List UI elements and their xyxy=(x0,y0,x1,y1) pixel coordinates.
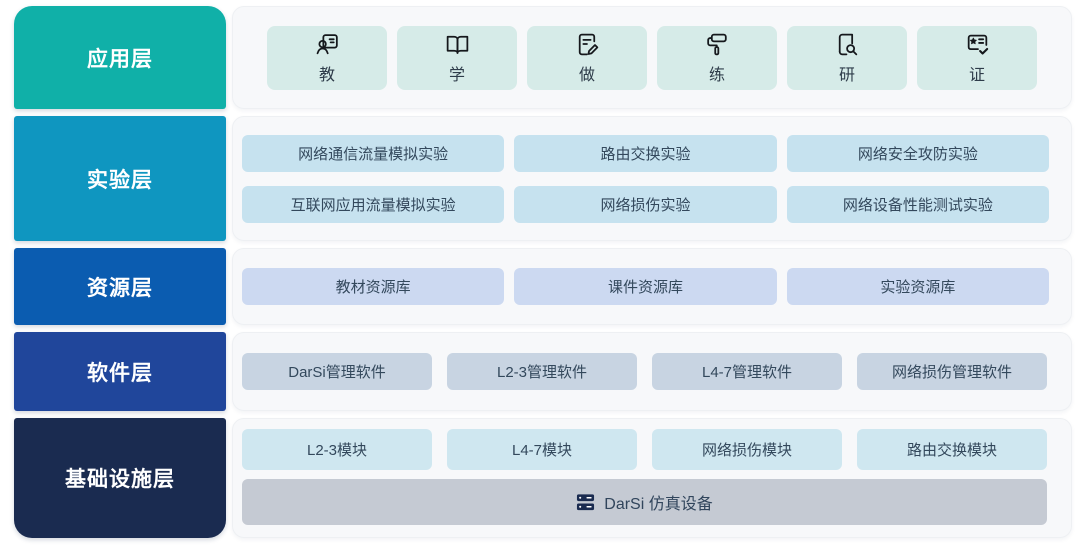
software-card: L2-3管理软件 xyxy=(447,353,637,391)
layer-label-resource: 资源层 xyxy=(14,247,226,326)
panel-resource: 教材资源库 课件资源库 实验资源库 xyxy=(232,247,1072,326)
experiment-card: 路由交换实验 xyxy=(514,134,777,172)
layer-label-experiment: 实验层 xyxy=(14,116,226,241)
app-card-teach: 教 xyxy=(267,25,387,90)
experiment-card: 网络通信流量模拟实验 xyxy=(242,134,505,172)
resource-card: 教材资源库 xyxy=(242,268,505,306)
experiment-card: 互联网应用流量模拟实验 xyxy=(242,185,505,223)
paint-roller-icon xyxy=(706,33,727,55)
row-application: 应用层 教 学 xyxy=(14,6,1072,110)
row-infrastructure: 基础设施层 L2-3模块 L4-7模块 网络损伤模块 路由交换模块 xyxy=(14,418,1072,539)
teacher-icon xyxy=(316,34,338,54)
panel-application: 教 学 做 xyxy=(232,6,1072,110)
book-search-icon xyxy=(838,33,857,55)
app-card-label: 学 xyxy=(448,66,465,84)
device-bar: DarSi 仿真设备 xyxy=(242,479,1047,526)
app-card-label: 练 xyxy=(708,66,725,84)
app-card-label: 证 xyxy=(968,66,985,84)
app-card-research: 研 xyxy=(787,25,907,90)
row-experiment: 实验层 网络通信流量模拟实验 路由交换实验 网络安全攻防实验 互联网应用流量模拟… xyxy=(14,116,1072,241)
software-card: L4-7管理软件 xyxy=(652,353,842,391)
server-icon xyxy=(577,493,595,510)
app-card-label: 教 xyxy=(318,66,335,84)
module-card: L2-3模块 xyxy=(242,429,432,471)
panel-software: DarSi管理软件 L2-3管理软件 L4-7管理软件 网络损伤管理软件 xyxy=(232,332,1072,412)
layered-diagram: 应用层 教 学 xyxy=(14,6,1072,539)
layer-label-infrastructure: 基础设施层 xyxy=(14,418,226,539)
experiment-card: 网络设备性能测试实验 xyxy=(786,185,1049,223)
app-card-do: 做 xyxy=(527,25,647,90)
app-card-practice: 练 xyxy=(657,25,777,90)
panel-infrastructure: L2-3模块 L4-7模块 网络损伤模块 路由交换模块 DarSi 仿真设备 xyxy=(232,418,1072,539)
app-card-label: 研 xyxy=(838,66,855,84)
experiment-card: 网络损伤实验 xyxy=(514,185,777,223)
app-card-learn: 学 xyxy=(397,25,517,90)
experiment-card: 网络安全攻防实验 xyxy=(786,134,1049,172)
resource-card: 课件资源库 xyxy=(514,268,777,306)
software-card: 网络损伤管理软件 xyxy=(857,353,1047,391)
module-card: L4-7模块 xyxy=(447,429,637,471)
module-card: 网络损伤模块 xyxy=(652,429,842,471)
edit-document-icon xyxy=(578,33,598,55)
panel-experiment: 网络通信流量模拟实验 路由交换实验 网络安全攻防实验 互联网应用流量模拟实验 网… xyxy=(232,116,1072,241)
module-card: 路由交换模块 xyxy=(857,429,1047,471)
row-resource: 资源层 教材资源库 课件资源库 实验资源库 xyxy=(14,247,1072,326)
device-bar-label: DarSi 仿真设备 xyxy=(604,496,713,514)
certificate-icon xyxy=(967,34,988,55)
layer-label-application: 应用层 xyxy=(14,6,226,110)
software-card: DarSi管理软件 xyxy=(242,353,432,391)
resource-card: 实验资源库 xyxy=(786,268,1049,306)
app-card-certify: 证 xyxy=(917,25,1037,90)
app-card-label: 做 xyxy=(578,66,595,84)
module-grid: L2-3模块 L4-7模块 网络损伤模块 路由交换模块 xyxy=(242,429,1047,471)
row-software: 软件层 DarSi管理软件 L2-3管理软件 L4-7管理软件 网络损伤管理软件 xyxy=(14,332,1072,412)
layer-label-software: 软件层 xyxy=(14,332,226,412)
open-book-icon xyxy=(446,35,468,54)
